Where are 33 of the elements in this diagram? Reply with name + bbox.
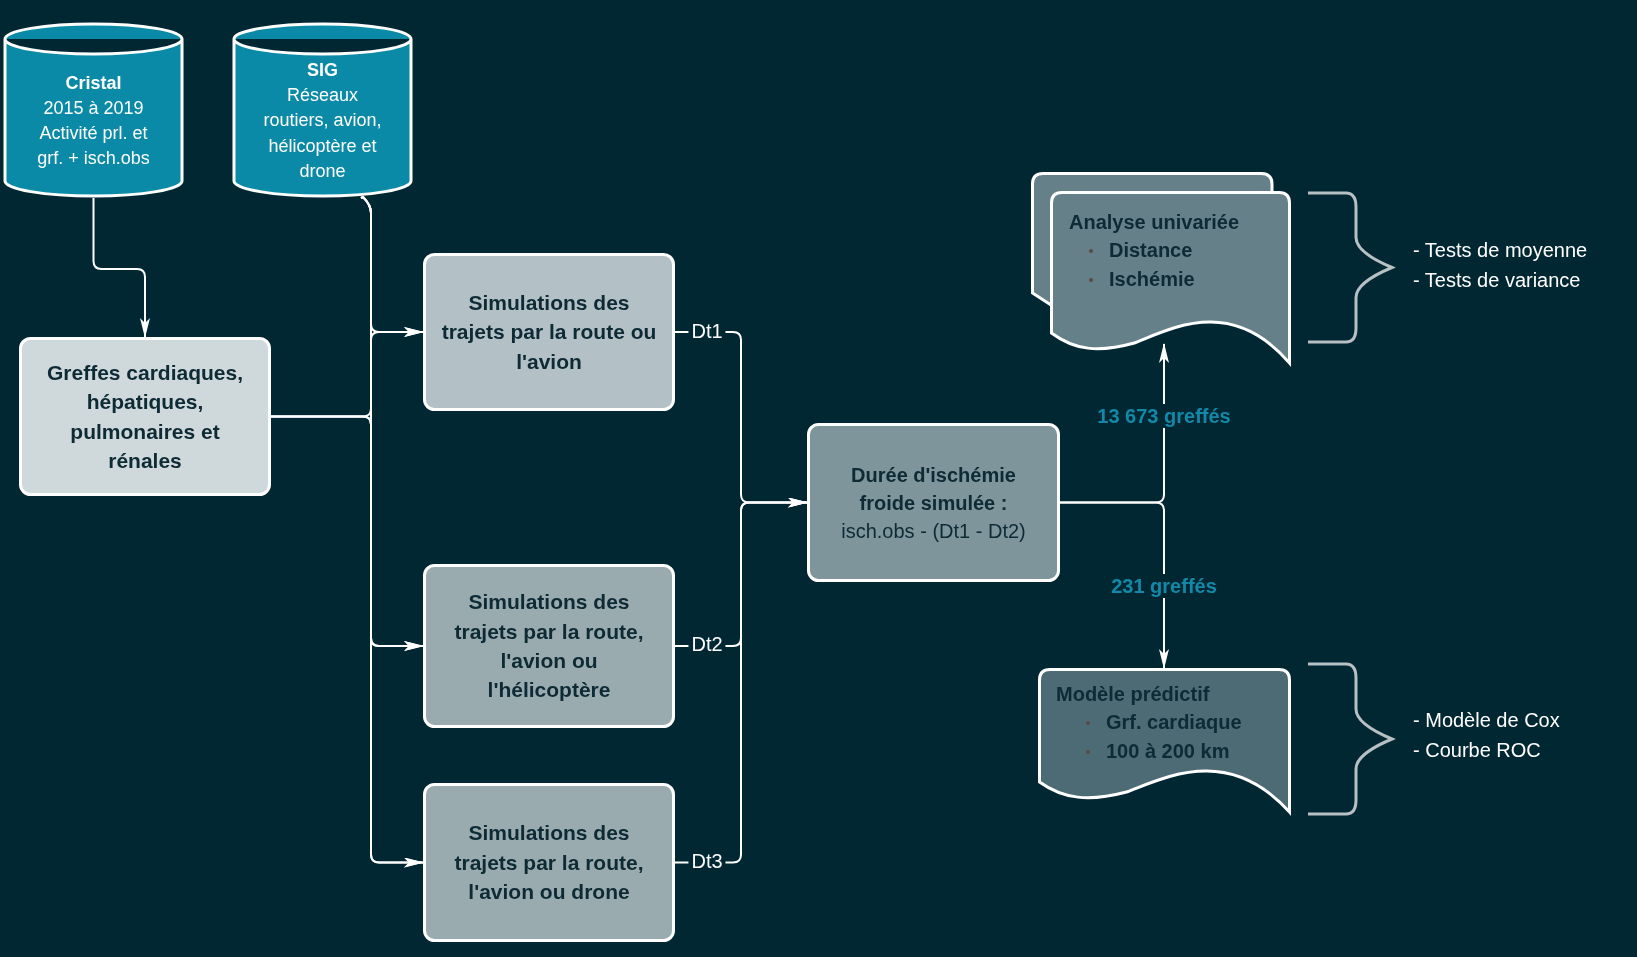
node-heading: Analyse univariée xyxy=(1069,210,1240,235)
node-text: Simulations des trajets par la route ou l'avion xyxy=(440,289,658,375)
node-text: Réseaux routiers, avion, hélicoptère et drone xyxy=(262,84,383,183)
process-box xyxy=(807,423,1060,582)
arrow xyxy=(674,497,808,864)
node-text: isch.obs - (Dt1 - Dt2) xyxy=(841,518,1026,544)
bullet-text: Ischémie xyxy=(1109,267,1195,292)
bullet-text: Distance xyxy=(1109,238,1193,263)
arrow xyxy=(270,415,424,868)
bullet-text: Grf. cardiaque xyxy=(1106,710,1242,735)
arrow xyxy=(1059,501,1169,669)
process-box xyxy=(19,337,271,496)
arrow xyxy=(92,197,150,338)
node-text: Simulations des trajets par la route, l'avion ou drone xyxy=(453,820,645,906)
method-note: - Tests de variance xyxy=(1413,268,1581,293)
method-note: - Courbe ROC xyxy=(1413,738,1541,763)
node-heading: Cristal xyxy=(65,71,122,95)
node-heading: Modèle prédictif xyxy=(1056,682,1210,707)
node-heading: Durée d'ischémie froide simulée : xyxy=(850,462,1017,516)
bullet-text: 100 à 200 km xyxy=(1106,739,1230,764)
method-note: - Tests de moyenne xyxy=(1413,238,1588,263)
document-shape xyxy=(1038,668,1291,814)
node-text: Greffes cardiaques, hépatiques, pulmonaires et rénales xyxy=(45,359,245,474)
database-cylinder xyxy=(3,21,184,199)
database-cylinder xyxy=(232,21,413,199)
process-box xyxy=(423,783,675,942)
node-text: 2015 à 2019 Activité prl. et grf. + isch.obs xyxy=(36,96,151,171)
method-note: - Modèle de Cox xyxy=(1413,708,1560,733)
process-box xyxy=(423,564,675,728)
node-heading: SIG xyxy=(307,59,338,83)
multi-document-shape xyxy=(1031,172,1291,365)
node-text: Simulations des trajets par la route, l'avion ou l'hélicoptère xyxy=(453,589,645,704)
process-box xyxy=(423,253,675,411)
